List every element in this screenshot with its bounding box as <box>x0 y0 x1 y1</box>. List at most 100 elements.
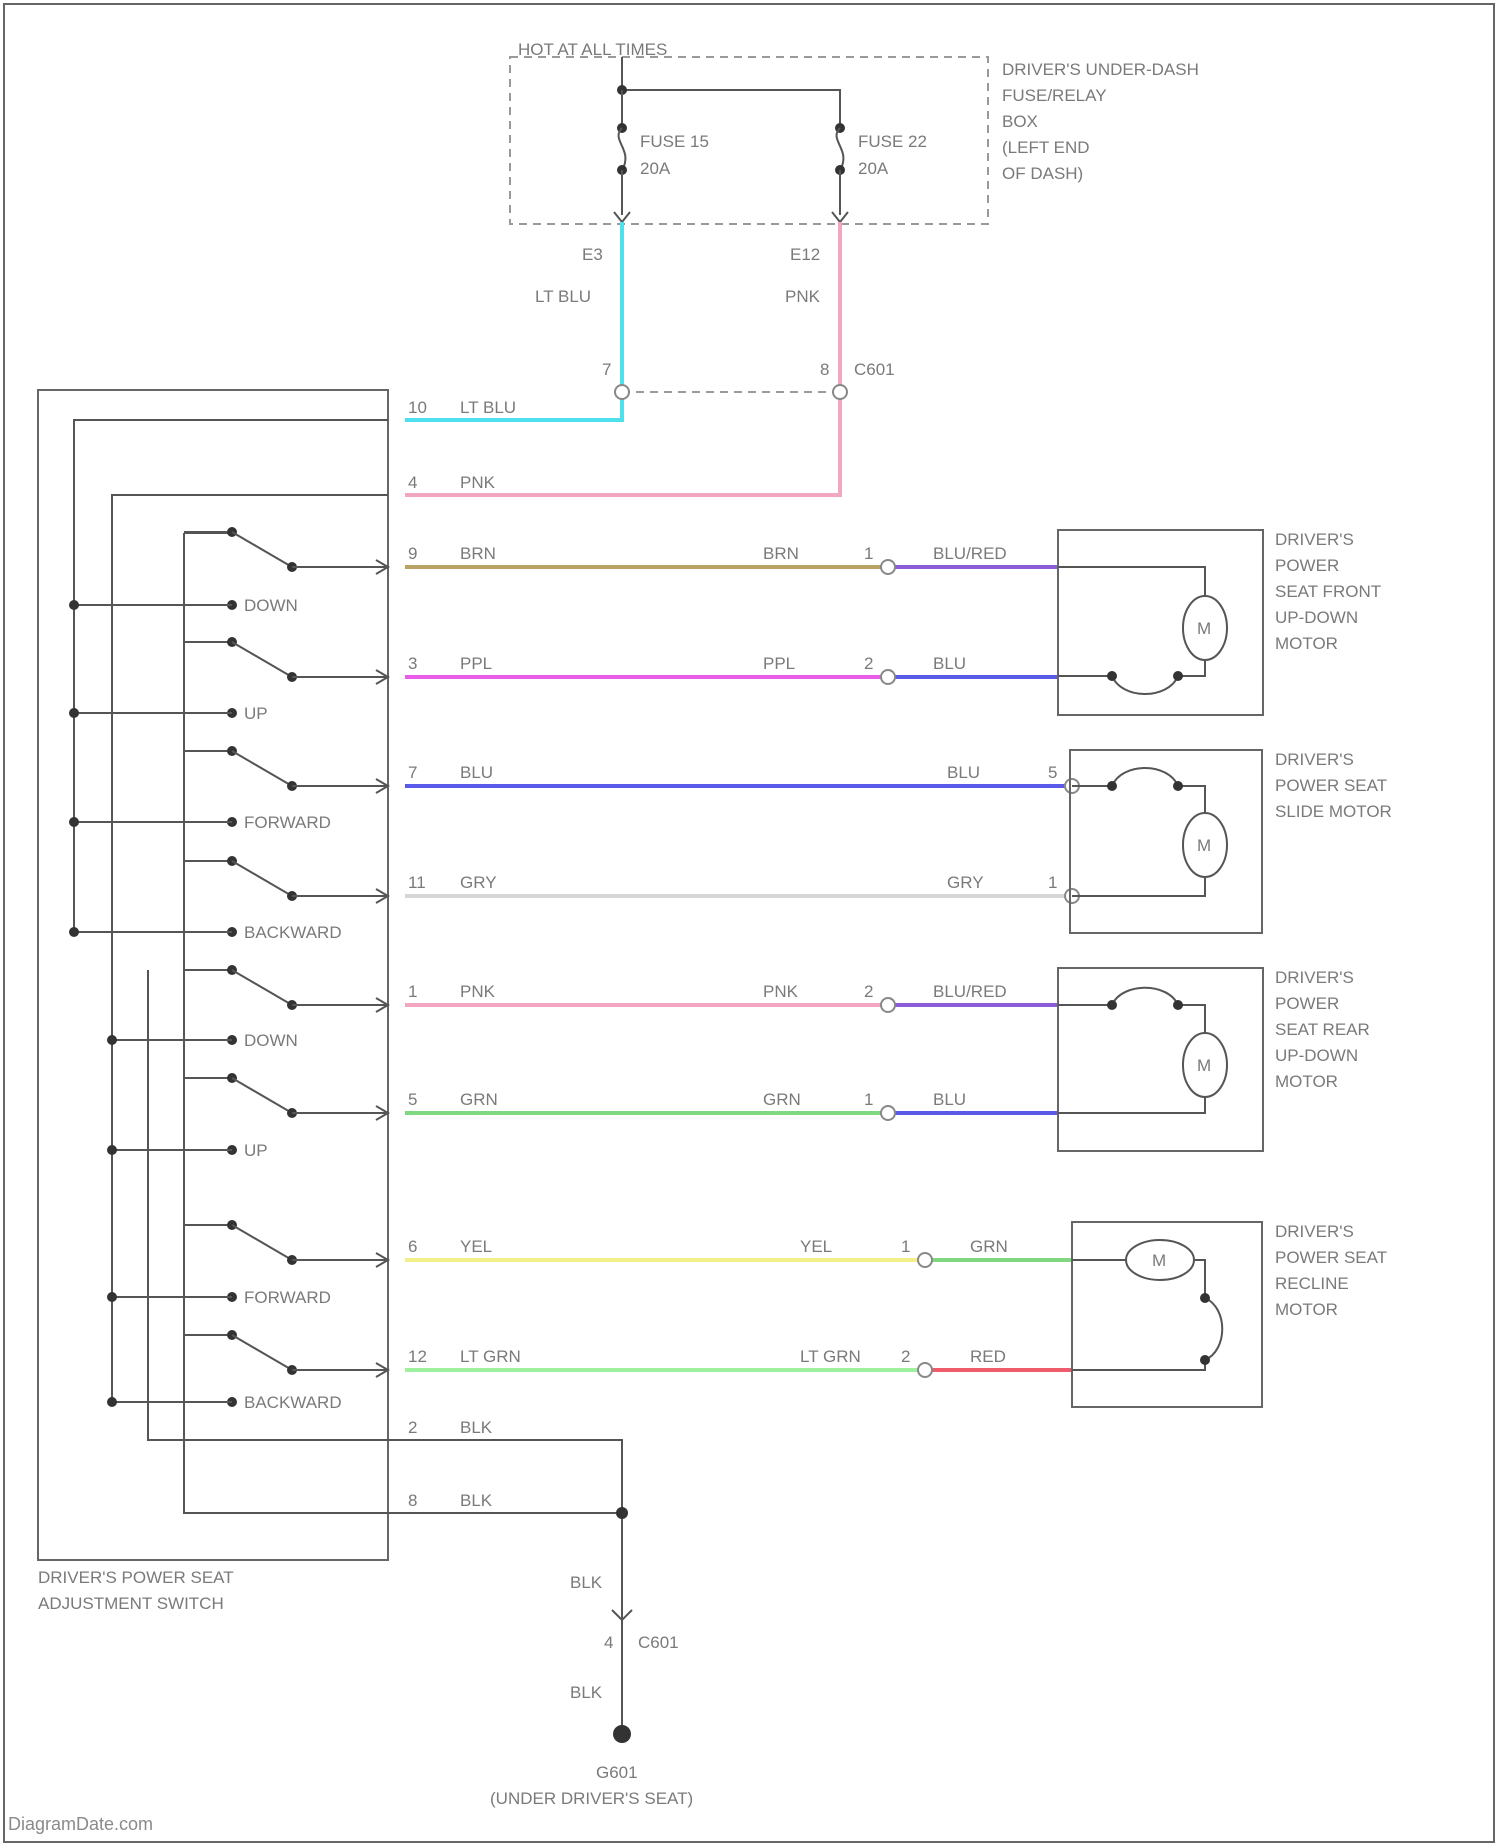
switch-pin-label-1: 3 <box>408 654 417 673</box>
far-wire-color-3: GRY <box>947 873 984 892</box>
terminal-e12-label: E12 <box>790 245 820 264</box>
ground-pin-8-color: BLK <box>460 1491 493 1510</box>
recline-motor-name-3: RECLINE <box>1275 1274 1349 1293</box>
ground-location-label: (UNDER DRIVER'S SEAT) <box>490 1789 693 1808</box>
switch-outline <box>38 390 388 1560</box>
ground-pin-8: 8 <box>408 1491 417 1510</box>
front-up-down-motor-letter: M <box>1197 619 1211 638</box>
fuse-15-rating: 20A <box>640 159 671 178</box>
front-up-down-motor-name-2: POWER <box>1275 556 1339 575</box>
rear-up-down-motor-name-4: UP-DOWN <box>1275 1046 1358 1065</box>
feed-wires: LT BLU PNK 7 8 C601 10 LT BLU 4 PNK <box>405 222 895 495</box>
far-wire-color-7: LT GRN <box>800 1347 861 1366</box>
motor-connector-1 <box>881 670 895 684</box>
fuse-15-symbol <box>619 128 626 170</box>
motors: M DRIVER'S POWER SEAT FRONT UP-DOWN MOTO… <box>1058 530 1392 1407</box>
motor-pin-label-2: 5 <box>1048 763 1057 782</box>
fuse-relay-box: HOT AT ALL TIMES DRIVER'S UNDER-DASH FUS… <box>510 40 1199 264</box>
motor-pin-label-3: 1 <box>1048 873 1057 892</box>
rear-up-down-motor-name-3: SEAT REAR <box>1275 1020 1370 1039</box>
motor-connector-4 <box>881 998 895 1012</box>
recline-motor-letter: M <box>1152 1251 1166 1270</box>
front-up-down-motor: M DRIVER'S POWER SEAT FRONT UP-DOWN MOTO… <box>1058 530 1381 715</box>
slide-motor-name-3: SLIDE MOTOR <box>1275 802 1392 821</box>
switch-position-5: UP <box>244 1141 268 1160</box>
terminal-e3-label: E3 <box>582 245 603 264</box>
motor-pin-label-1: 2 <box>864 654 873 673</box>
ground-g601-label: G601 <box>596 1763 638 1782</box>
switch-pin-label-3: 11 <box>408 873 426 892</box>
rear-up-down-motor-name-5: MOTOR <box>1275 1072 1338 1091</box>
feed-a-color-label: LT BLU <box>535 287 591 306</box>
switch-position-7: BACKWARD <box>244 1393 342 1412</box>
fuse-box-name-line-4: (LEFT END <box>1002 138 1090 157</box>
switch-position-0: DOWN <box>244 596 298 615</box>
fuse-box-name-line-2: FUSE/RELAY <box>1002 86 1107 105</box>
fuse-15-name: FUSE 15 <box>640 132 709 151</box>
switch-pin-label-7: 12 <box>408 1347 427 1366</box>
ground-g601-icon <box>613 1725 631 1743</box>
recline-motor-name-2: POWER SEAT <box>1275 1248 1387 1267</box>
switch-pin-label-2: 7 <box>408 763 417 782</box>
far-wire-color-4: PNK <box>763 982 799 1001</box>
ground-wire-label-upper: BLK <box>570 1573 603 1592</box>
motor-connector-0 <box>881 560 895 574</box>
motor-wires: 9BRNBRN1BLU/RED3PPLPPL2BLU7BLUBLU511GRYG… <box>405 544 1079 1377</box>
rear-up-down-motor-name-1: DRIVER'S <box>1275 968 1354 987</box>
c601-ground-connector-label: C601 <box>638 1633 679 1652</box>
switch-blade-4 <box>232 970 292 1005</box>
switch-pin-label-6: 6 <box>408 1237 417 1256</box>
front-up-down-motor-name-3: SEAT FRONT <box>1275 582 1381 601</box>
motor-connector-7 <box>918 1363 932 1377</box>
rear-up-down-motor-name-2: POWER <box>1275 994 1339 1013</box>
ground-splice <box>616 1507 628 1519</box>
page-frame <box>4 4 1494 1842</box>
switch-blade-7 <box>232 1335 292 1370</box>
c601-pin-7: 7 <box>602 360 611 379</box>
fuse-box-name-line-5: OF DASH) <box>1002 164 1083 183</box>
switch-wire-color-6: YEL <box>460 1237 492 1256</box>
ground-circuit: 2 BLK 8 BLK BLK 4 C601 BLK G601 (UNDER D… <box>388 1418 693 1808</box>
switch-position-3: BACKWARD <box>244 923 342 942</box>
front-up-down-motor-name-1: DRIVER'S <box>1275 530 1354 549</box>
fuse-box-name-line-1: DRIVER'S UNDER-DASH <box>1002 60 1199 79</box>
motor-wire-color-1: BLU <box>933 654 966 673</box>
c601-ground-pin-label: 4 <box>604 1633 613 1652</box>
switch-blade-6 <box>232 1225 292 1260</box>
fuse-22-rating: 20A <box>858 159 889 178</box>
far-wire-color-5: GRN <box>763 1090 801 1109</box>
motor-wire-color-5: BLU <box>933 1090 966 1109</box>
front-up-down-motor-name-4: UP-DOWN <box>1275 608 1358 627</box>
motor-wire-color-6: GRN <box>970 1237 1008 1256</box>
rear-up-down-motor-letter: M <box>1197 1056 1211 1075</box>
slide-motor-name-2: POWER SEAT <box>1275 776 1387 795</box>
far-wire-color-0: BRN <box>763 544 799 563</box>
switch-blade-0 <box>232 532 292 567</box>
far-wire-color-1: PPL <box>763 654 795 673</box>
switch-blade-3 <box>232 861 292 896</box>
c601-pin-8: 8 <box>820 360 829 379</box>
switch-pin-10-color: LT BLU <box>460 398 516 417</box>
switch-wire-color-3: GRY <box>460 873 497 892</box>
c601-label: C601 <box>854 360 895 379</box>
recline-motor: M DRIVER'S POWER SEAT RECLINE MOTOR <box>1072 1222 1387 1407</box>
switch-wire-color-7: LT GRN <box>460 1347 521 1366</box>
slide-motor-name-1: DRIVER'S <box>1275 750 1354 769</box>
fuse-bus-bar <box>622 57 840 125</box>
switch-position-1: UP <box>244 704 268 723</box>
motor-pin-label-5: 1 <box>864 1090 873 1109</box>
switch-pin-label-5: 5 <box>408 1090 417 1109</box>
ground-wire-label-lower: BLK <box>570 1683 603 1702</box>
switch-blade-5 <box>232 1078 292 1113</box>
switch-contacts: DOWNUPFORWARDBACKWARDDOWNUPFORWARDBACKWA… <box>69 527 388 1412</box>
slide-motor-letter: M <box>1197 836 1211 855</box>
ground-pin-2: 2 <box>408 1418 417 1437</box>
switch-wire-color-1: PPL <box>460 654 492 673</box>
motor-pin-label-7: 2 <box>901 1347 910 1366</box>
fuse-box-name-line-3: BOX <box>1002 112 1038 131</box>
power-seat-adjustment-switch: DRIVER'S POWER SEAT ADJUSTMENT SWITCH DO… <box>38 390 388 1613</box>
switch-blade-1 <box>232 642 292 677</box>
motor-wire-color-4: BLU/RED <box>933 982 1007 1001</box>
hot-at-all-times-label: HOT AT ALL TIMES <box>518 40 667 59</box>
